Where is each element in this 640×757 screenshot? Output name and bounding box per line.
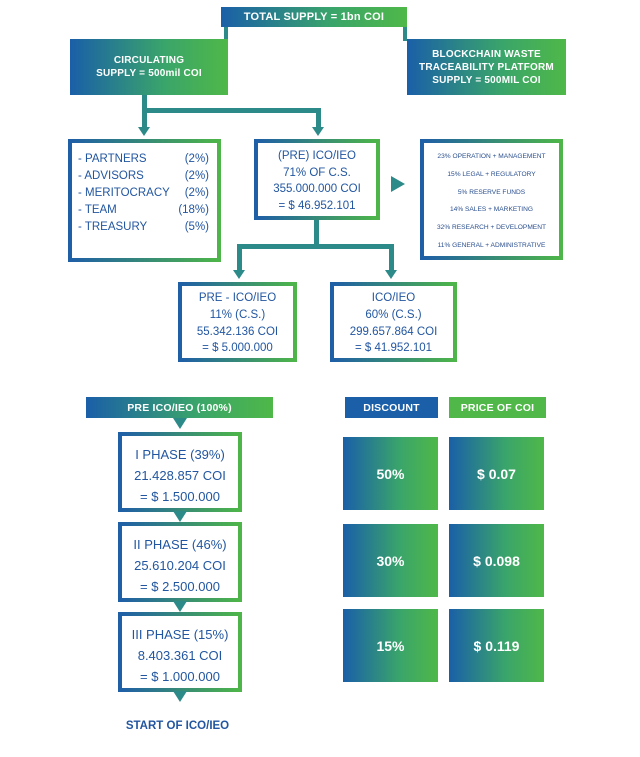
allocation-value: (2%) <box>184 187 209 199</box>
arrow-down-icon <box>173 601 187 612</box>
discount-header-label: DISCOUNT <box>363 401 420 414</box>
platform-line3: SUPPLY = 500MIL COI <box>432 74 541 86</box>
use-of-funds-item: 14% SALES + MARKETING <box>449 206 533 214</box>
circulating-line1: CIRCULATING <box>113 55 185 66</box>
allocation-label: - PARTNERS <box>78 153 147 165</box>
connector <box>142 108 147 128</box>
connector <box>314 220 319 246</box>
ico-main-line2: 71% OF C.S. <box>283 166 351 179</box>
phase-value: = $ 2.500.000 <box>140 579 220 594</box>
start-label: START OF ICO/IEO <box>125 720 230 732</box>
price-header-label: PRICE OF COI <box>460 401 535 414</box>
phase-coins: 25.610.204 COI <box>134 558 226 573</box>
discount-header: DISCOUNT <box>345 397 438 418</box>
phase-value: = $ 1.500.000 <box>140 489 220 504</box>
allocation-label: - ADVISORS <box>78 170 144 182</box>
use-of-funds-box: 23% OPERATION + MANAGEMENT 15% LEGAL + R… <box>420 139 563 260</box>
price-tile: $ 0.07 <box>449 437 544 510</box>
connector <box>389 244 394 271</box>
ico-main-box: (PRE) ICO/IEO 71% OF C.S. 355.000.000 CO… <box>254 139 380 220</box>
phase-title: III PHASE (15%) <box>131 627 229 642</box>
pre-ico-header: PRE ICO/IEO (100%) <box>86 397 273 418</box>
use-of-funds-item: 32% RESEARCH + DEVELOPMENT <box>436 224 546 232</box>
phase-title: I PHASE (39%) <box>135 447 225 462</box>
allocation-row: - MERITOCRACY (2%) <box>78 185 209 202</box>
discount-value: 50% <box>376 465 405 482</box>
price-tile: $ 0.098 <box>449 524 544 597</box>
pre-ico-line3: 55.342.136 COI <box>196 325 279 338</box>
phase-coins: 21.428.857 COI <box>134 468 226 483</box>
allocation-row: - PARTNERS (2%) <box>78 151 209 168</box>
allocation-row: - ADVISORS (2%) <box>78 168 209 185</box>
price-value: $ 0.098 <box>473 552 520 569</box>
price-value: $ 0.07 <box>477 465 516 482</box>
discount-tile: 50% <box>343 437 438 510</box>
discount-value: 15% <box>376 637 405 654</box>
pre-ico-line1: PRE - ICO/IEO <box>198 292 277 304</box>
connector <box>237 244 394 249</box>
allocation-row: - TREASURY (5%) <box>78 219 209 236</box>
use-of-funds-item: 23% OPERATION + MANAGEMENT <box>437 153 546 160</box>
discount-tile: 30% <box>343 524 438 597</box>
allocation-row: - TEAM (18%) <box>78 202 209 219</box>
arrow-down-icon <box>173 418 187 429</box>
allocation-label: - TEAM <box>78 204 117 216</box>
ico-main-line3: 355.000.000 COI <box>273 183 361 195</box>
pre-ico-line4: = $ 5.000.000 <box>202 342 273 355</box>
phase-box: I PHASE (39%) 21.428.857 COI = $ 1.500.0… <box>118 432 242 512</box>
connector <box>316 108 321 128</box>
arrow-down-icon <box>312 127 324 136</box>
discount-tile: 15% <box>343 609 438 682</box>
arrow-down-icon <box>233 270 245 279</box>
connector <box>142 108 320 113</box>
discount-value: 30% <box>376 552 405 569</box>
ico-main-line1: (PRE) ICO/IEO <box>278 150 356 162</box>
allocation-box: - PARTNERS (2%) - ADVISORS (2%) - MERITO… <box>68 139 221 262</box>
ico-line3: 299.657.864 COI <box>349 325 438 338</box>
platform-line2: TRACEABILITY PLATFORM <box>419 61 554 73</box>
allocation-value: (18%) <box>178 204 209 216</box>
use-of-funds-item: 11% GENERAL + ADMINISTRATIVE <box>437 241 546 249</box>
phase-coins: 8.403.361 COI <box>137 648 223 663</box>
pre-ico-header-label: PRE ICO/IEO (100%) <box>127 401 232 414</box>
pre-ico-box: PRE - ICO/IEO 11% (C.S.) 55.342.136 COI … <box>178 282 297 362</box>
connector <box>224 27 228 41</box>
ico-line1: ICO/IEO <box>371 292 416 304</box>
arrow-down-icon <box>138 127 150 136</box>
allocation-value: (2%) <box>184 170 209 182</box>
connector <box>237 244 242 271</box>
arrow-down-icon <box>385 270 397 279</box>
ico-main-line4: = $ 46.952.101 <box>278 199 356 212</box>
ico-box: ICO/IEO 60% (C.S.) 299.657.864 COI = $ 4… <box>330 282 457 362</box>
arrow-down-icon <box>173 691 187 702</box>
arrow-right-icon <box>391 176 405 192</box>
use-of-funds-item: 15% LEGAL + REGULATORY <box>447 170 536 178</box>
connector <box>142 95 147 109</box>
total-supply-label: TOTAL SUPPLY = 1bn COI <box>243 11 385 23</box>
total-supply-banner: TOTAL SUPPLY = 1bn COI <box>221 7 407 27</box>
phase-box: III PHASE (15%) 8.403.361 COI = $ 1.000.… <box>118 612 242 692</box>
allocation-label: - TREASURY <box>78 221 148 233</box>
phase-box: II PHASE (46%) 25.610.204 COI = $ 2.500.… <box>118 522 242 602</box>
price-value: $ 0.119 <box>473 637 520 654</box>
circulating-line2: SUPPLY = 500mil COI <box>96 68 202 79</box>
arrow-down-icon <box>173 511 187 522</box>
circulating-supply-banner: CIRCULATING SUPPLY = 500mil COI <box>70 39 228 95</box>
platform-line1: BLOCKCHAIN WASTE <box>432 48 541 60</box>
use-of-funds-item: 5% RESERVE FUNDS <box>457 188 526 196</box>
price-tile: $ 0.119 <box>449 609 544 682</box>
pre-ico-line2: 11% (C.S.) <box>209 308 266 321</box>
connector <box>403 27 407 41</box>
allocation-label: - MERITOCRACY <box>78 187 170 199</box>
ico-line2: 60% (C.S.) <box>365 308 422 321</box>
phase-title: II PHASE (46%) <box>133 537 227 552</box>
allocation-value: (2%) <box>184 153 209 165</box>
platform-supply-banner: BLOCKCHAIN WASTE TRACEABILITY PLATFORM S… <box>407 39 566 95</box>
allocation-value: (5%) <box>184 221 209 233</box>
price-header: PRICE OF COI <box>449 397 546 418</box>
phase-value: = $ 1.000.000 <box>140 669 220 684</box>
ico-line4: = $ 41.952.101 <box>354 342 433 355</box>
